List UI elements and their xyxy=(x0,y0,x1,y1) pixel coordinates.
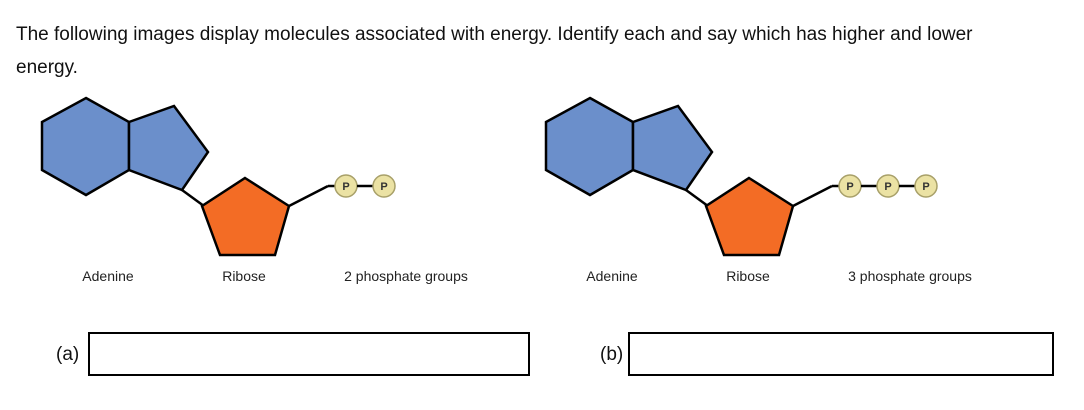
ribose-label: Ribose xyxy=(726,268,770,284)
phosphate-letter: P xyxy=(342,181,349,193)
adenine-hexagon xyxy=(544,96,635,197)
answer-a-field[interactable] xyxy=(88,332,530,376)
adenine-pentagon xyxy=(631,104,714,192)
phosphate-circle xyxy=(372,174,396,198)
adenine-hexagon xyxy=(40,96,131,197)
ribose-pentagon xyxy=(200,176,291,257)
question-text: The following images display molecules a… xyxy=(16,24,973,78)
phosphate-label: 2 phosphate groups xyxy=(344,268,468,284)
adenine-label: Adenine xyxy=(586,268,638,284)
phosphate-label: 3 phosphate groups xyxy=(848,268,972,284)
ribose-pentagon xyxy=(704,176,795,257)
phosphate-letter: P xyxy=(380,181,387,193)
answer-b-label: (b) xyxy=(600,344,624,365)
phosphate-letter: P xyxy=(846,181,853,193)
phosphate-circle xyxy=(914,174,938,198)
adenine-label: Adenine xyxy=(82,268,134,284)
answer-a-label: (a) xyxy=(56,344,80,365)
answer-b-field[interactable] xyxy=(628,332,1054,376)
phosphate-letter: P xyxy=(922,181,929,193)
phosphate-letter: P xyxy=(884,181,891,193)
ribose-label: Ribose xyxy=(222,268,266,284)
atp-diagram: P P P Adenine Ribose 3 phosphate groups xyxy=(534,90,1014,300)
adenine-pentagon xyxy=(127,104,210,192)
